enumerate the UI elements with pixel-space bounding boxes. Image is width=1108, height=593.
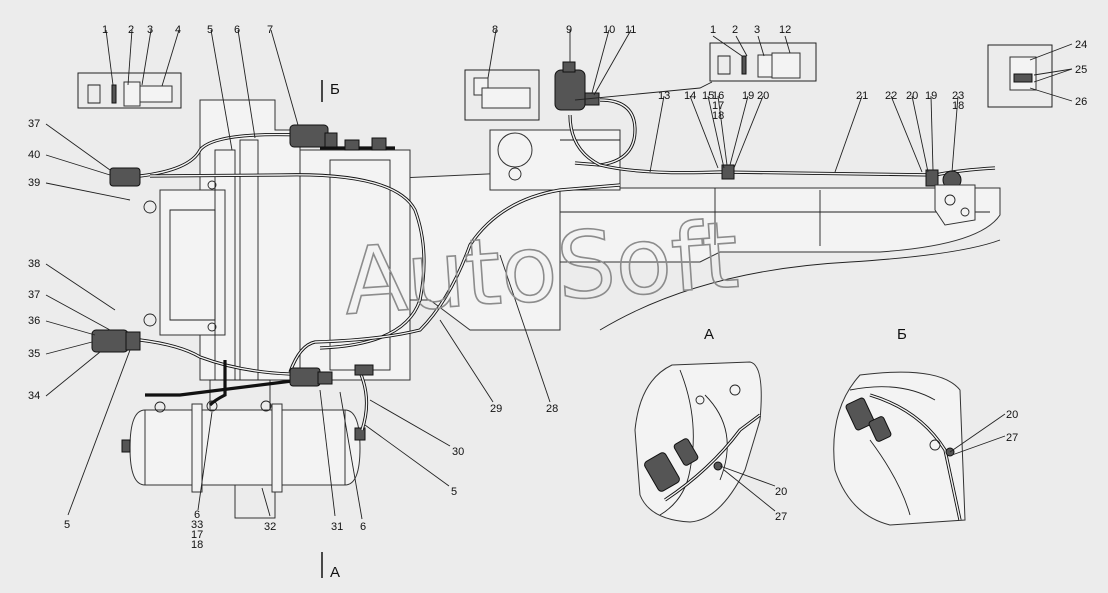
components [91,61,976,387]
callout: 5 [207,24,213,36]
callout: 13 [658,90,670,102]
callout: 1 [102,24,108,36]
callout: 14 [684,90,696,102]
callout: 25 [1075,64,1087,76]
callout: 6 [194,509,200,521]
callout: 30 [452,446,464,458]
callout: 37 [28,289,40,301]
callout: 15 [702,90,714,102]
callout: 7 [267,24,273,36]
view-label-a: А [704,326,714,343]
callout: 17 [191,529,203,541]
callout: 5 [64,519,70,531]
callout: 6 [360,521,366,533]
callout: 9 [566,24,572,36]
callout: 39 [28,177,40,189]
callout: 40 [28,149,40,161]
detail-box-12 [709,42,817,82]
callout: 33 [191,519,203,531]
callout: 20 [757,90,769,102]
callout: 10 [603,24,615,36]
callout: 28 [546,403,558,415]
detail-box-8 [464,69,540,121]
leader-lines [45,29,1073,520]
callout: 19 [925,90,937,102]
callout: 27 [1006,432,1018,444]
callout: 6 [234,24,240,36]
callout: 18 [191,539,203,551]
view-a-detail [634,361,762,523]
callout: 17 [712,100,724,112]
callout: 3 [147,24,153,36]
callout: 18 [712,110,724,122]
callouts: 1 2 3 4 5 6 7 8 9 10 11 1 2 3 12 13 14 1… [28,24,1087,551]
callout: 12 [779,24,791,36]
callout: 21 [856,90,868,102]
callout: 2 [128,24,134,36]
callout: 37 [28,118,40,130]
callout: 11 [625,24,636,36]
callout: 4 [175,24,181,36]
callout: 29 [490,403,502,415]
chassis [143,99,1001,519]
view-b-detail [833,371,966,526]
callout: 5 [451,486,457,498]
callout: 1 [710,24,716,36]
callout: 8 [492,24,498,36]
view-label-b: Б [897,326,907,343]
callout: 38 [28,258,40,270]
callout: 18 [952,100,964,112]
callout: 36 [28,315,40,327]
callout: 3 [754,24,760,36]
callout: 19 [742,90,754,102]
callout: 26 [1075,96,1087,108]
callout: 32 [264,521,276,533]
callout: 2 [732,24,738,36]
section-marker-a: А [330,564,340,581]
callout: 20 [775,486,787,498]
callout: 16 [712,90,724,102]
callout: 22 [885,90,897,102]
callout: 34 [28,390,40,402]
callout: 35 [28,348,40,360]
callout: 20 [906,90,918,102]
callout: 20 [1006,409,1018,421]
callout: 27 [775,511,787,523]
callout: 23 [952,90,964,102]
callout: 24 [1075,39,1087,51]
callout: 31 [331,521,343,533]
pipelines [139,98,996,431]
section-marker-b: Б [330,81,340,98]
detail-box-24 [987,44,1053,108]
air-reservoir [121,400,366,493]
detail-box-1 [77,72,182,109]
